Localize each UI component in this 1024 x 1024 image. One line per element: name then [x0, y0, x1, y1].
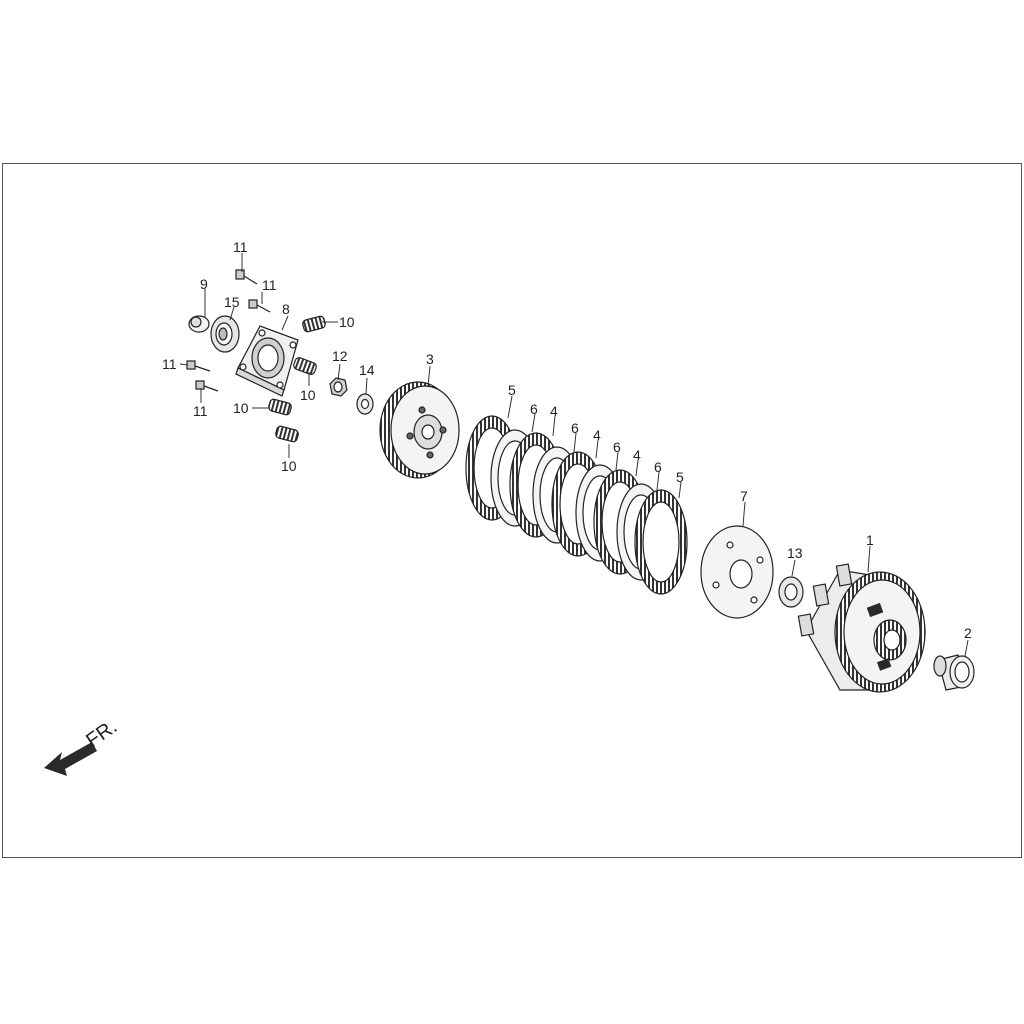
- part-11-bolt-b: [248, 299, 271, 313]
- part-9-cap: [188, 315, 210, 333]
- label-part-6-d: 6: [654, 459, 662, 475]
- label-part-10-c: 10: [233, 400, 249, 416]
- label-part-6-a: 6: [530, 401, 538, 417]
- label-part-4-b: 4: [593, 427, 601, 443]
- label-part-14: 14: [359, 362, 375, 378]
- part-11-bolt-d: [195, 380, 219, 392]
- label-part-6-c: 6: [613, 439, 621, 455]
- label-part-4-c: 4: [633, 447, 641, 463]
- part-11-bolt-c: [186, 360, 211, 372]
- label-part-12: 12: [332, 348, 348, 364]
- part-10-spring-d: [275, 425, 299, 443]
- part-10-spring-b: [293, 357, 317, 375]
- part-10-spring-c: [268, 398, 292, 416]
- label-part-5-b: 5: [676, 469, 684, 485]
- label-part-11-c: 11: [162, 356, 177, 372]
- part-2-collar: [933, 654, 975, 691]
- part-labels: 11 11 9 15 8 10 12 14 3 11 10 11 10 10 5…: [162, 239, 972, 641]
- label-part-5-a: 5: [508, 382, 516, 398]
- part-1-clutch-outer: [797, 563, 926, 693]
- label-part-4-a: 4: [550, 403, 558, 419]
- label-part-11-d: 11: [193, 403, 208, 419]
- part-7-clutch-center: [700, 525, 774, 619]
- part-14-washer: [356, 393, 374, 415]
- label-part-15: 15: [224, 294, 240, 310]
- front-direction-arrow: FR.: [44, 716, 121, 776]
- label-part-6-b: 6: [571, 420, 579, 436]
- leader-lines: [179, 253, 969, 657]
- label-part-10-b: 10: [300, 387, 316, 403]
- part-15-bearing: [210, 315, 240, 353]
- part-3-pressure-plate: [379, 381, 460, 479]
- label-part-1: 1: [866, 532, 874, 548]
- label-part-11-b: 11: [262, 277, 277, 293]
- label-part-11-a: 11: [233, 239, 248, 255]
- label-part-2: 2: [964, 625, 972, 641]
- label-part-10-d: 10: [281, 458, 297, 474]
- friction-disc-5b: [634, 489, 688, 595]
- clutch-disc-stack: [465, 415, 688, 595]
- label-part-9: 9: [200, 276, 208, 292]
- part-12-nut: [329, 377, 348, 397]
- label-part-13: 13: [787, 545, 803, 561]
- part-11-bolt-a: [235, 269, 258, 285]
- label-part-3: 3: [426, 351, 434, 367]
- label-part-10-a: 10: [339, 314, 355, 330]
- part-13-washer: [778, 576, 804, 608]
- label-part-8: 8: [282, 301, 290, 317]
- label-part-7: 7: [740, 488, 748, 504]
- part-8-lifter-plate: [235, 325, 299, 397]
- part-10-spring-a: [302, 315, 326, 333]
